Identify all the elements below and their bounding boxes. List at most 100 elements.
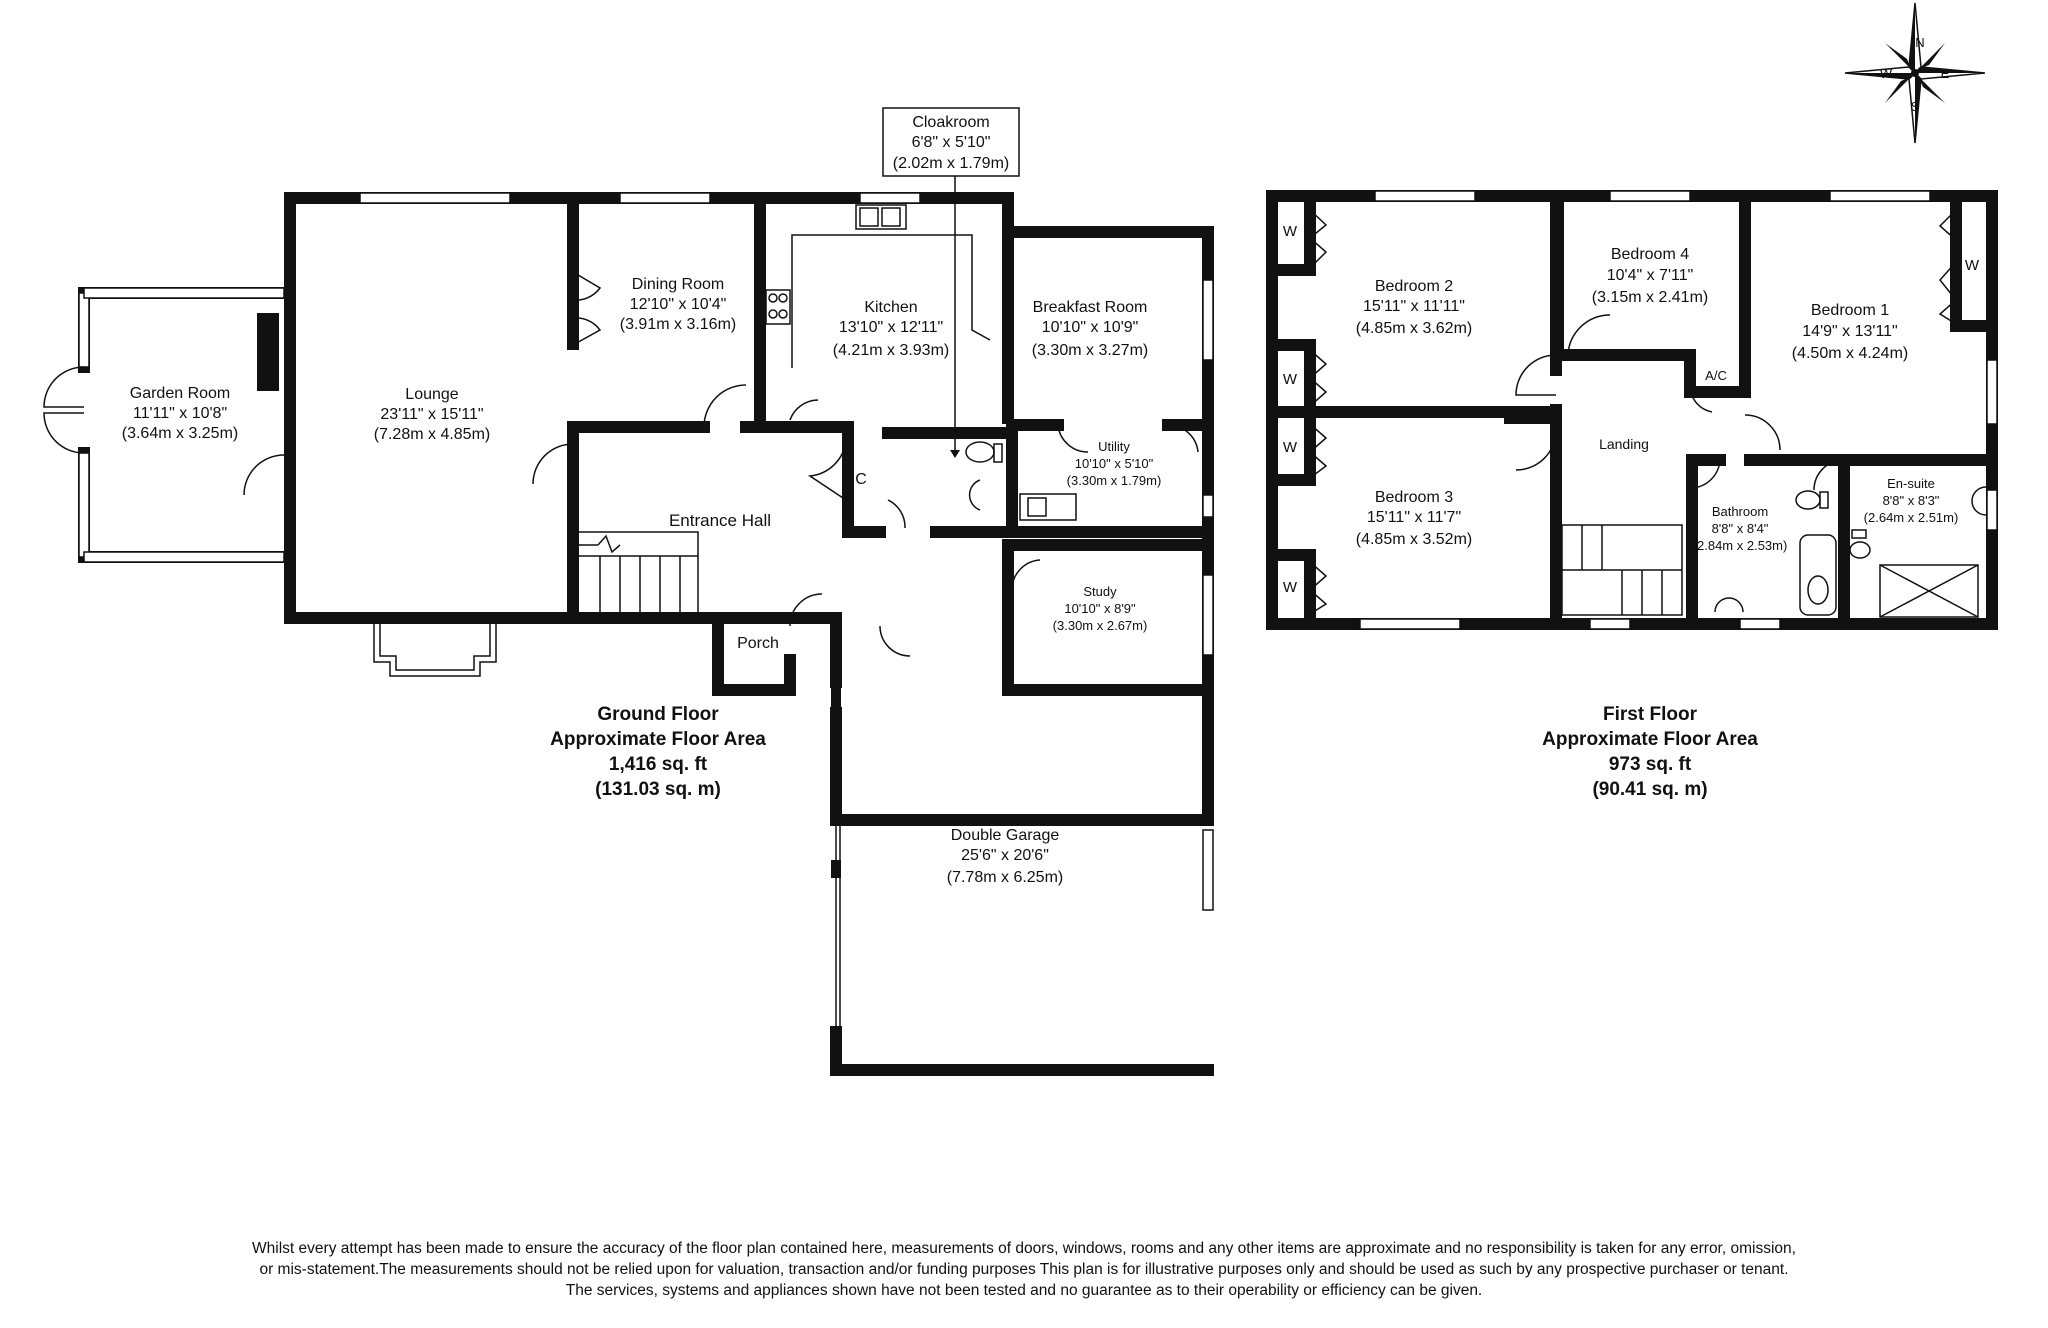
room-metric: (2.02m x 1.79m) [893,155,1009,172]
disclaimer-line3: The services, systems and appliances sho… [565,1282,1483,1299]
disclaimer: Whilst every attempt has been made to en… [0,1238,2048,1301]
room-metric: (4.21m x 3.93m) [833,342,949,359]
disclaimer-line1: Whilst every attempt has been made to en… [252,1240,1796,1257]
area-line4: (90.41 sq. m) [1592,779,1707,800]
room-landing: Landing [1599,436,1649,452]
room-garden-room: Garden Room 11'11" x 10'8" (3.64m x 3.25… [122,385,238,442]
room-metric: (2.84m x 2.53m) [1693,538,1788,553]
room-metric: (3.30m x 2.67m) [1053,618,1148,633]
room-metric: (3.64m x 3.25m) [122,425,238,442]
room-study: Study 10'10" x 8'9" (3.30m x 2.67m) [1053,584,1148,633]
room-bedroom-1: Bedroom 1 14'9" x 13'11" (4.50m x 4.24m) [1792,302,1908,362]
area-line1: First Floor [1603,704,1698,725]
chimney-breast [257,313,279,391]
room-name: Double Garage [951,827,1060,844]
room-metric: (7.28m x 4.85m) [374,426,490,443]
room-imperial: 23'11" x 15'11" [380,406,483,423]
room-name: Lounge [405,386,458,403]
room-dining-room: Dining Room 12'10" x 10'4" (3.91m x 3.16… [620,276,736,333]
room-name: Porch [737,635,779,652]
room-name: Bedroom 3 [1375,489,1453,506]
room-name: A/C [1705,368,1727,383]
room-name: Bedroom 1 [1811,302,1889,319]
room-bedroom-4: Bedroom 4 10'4" x 7'11" (3.15m x 2.41m) [1592,246,1708,306]
room-imperial: 13'10" x 12'11" [839,319,943,336]
room-imperial: 8'8" x 8'4" [1712,521,1769,536]
room-metric: (4.85m x 3.52m) [1356,531,1472,548]
room-entrance-hall: Entrance Hall [669,511,771,530]
room-imperial: 8'8" x 8'3" [1883,493,1940,508]
room-breakfast-room: Breakfast Room 10'10" x 10'9" (3.30m x 3… [1032,299,1148,359]
room-metric: (4.85m x 3.62m) [1356,320,1472,337]
compass-e: E [1941,66,1950,81]
area-line2: Approximate Floor Area [1542,729,1758,750]
wardrobe-label: W [1283,223,1298,240]
wardrobe-label: W [1283,439,1298,456]
room-imperial: 10'10" x 10'9" [1042,319,1139,336]
room-airing-cupboard: A/C [1705,368,1727,383]
room-imperial: 10'10" x 8'9" [1064,601,1136,616]
room-cloakroom: Cloakroom 6'8" x 5'10" (2.02m x 1.79m) [893,114,1009,172]
room-porch: Porch [737,635,779,652]
room-name: Study [1083,584,1117,599]
area-line3: 973 sq. ft [1609,754,1692,775]
wardrobe-label: W [1965,257,1980,274]
room-imperial: 15'11" x 11'11" [1363,298,1465,315]
room-cupboard: C [855,471,867,488]
ground-floor-openings [43,192,1214,1032]
room-metric: (2.64m x 2.51m) [1864,510,1959,525]
room-metric: (3.91m x 3.16m) [620,316,736,333]
room-imperial: 10'4" x 7'11" [1607,267,1694,284]
first-floor-area: First Floor Approximate Floor Area 973 s… [1542,704,1758,800]
room-utility: Utility 10'10" x 5'10" (3.30m x 1.79m) [1067,439,1162,488]
room-name: Breakfast Room [1033,299,1148,316]
area-line4: (131.03 sq. m) [595,779,721,800]
room-imperial: 12'10" x 10'4" [630,296,727,313]
room-imperial: 25'6" x 20'6" [961,847,1049,864]
room-metric: (4.50m x 4.24m) [1792,345,1908,362]
room-double-garage: Double Garage 25'6" x 20'6" (7.78m x 6.2… [947,827,1063,886]
area-line2: Approximate Floor Area [550,729,766,750]
room-name: Bedroom 4 [1611,246,1689,263]
disclaimer-line2: or mis-statement.The measurements should… [259,1261,1789,1278]
room-name: Kitchen [864,299,917,316]
wardrobe-label: W [1283,371,1298,388]
room-name: Bathroom [1712,504,1768,519]
compass-w: W [1880,66,1893,81]
ground-stairs [577,531,699,615]
room-bathroom: Bathroom 8'8" x 8'4" (2.84m x 2.53m) [1693,504,1788,553]
room-metric: (3.30m x 1.79m) [1067,473,1162,488]
room-name: Dining Room [632,276,724,293]
room-imperial: 15'11" x 11'7" [1367,509,1461,526]
room-name: Bedroom 2 [1375,278,1453,295]
room-imperial: 14'9" x 13'11" [1802,323,1897,340]
room-metric: (7.78m x 6.25m) [947,869,1063,886]
room-bedroom-2: Bedroom 2 15'11" x 11'11" (4.85m x 3.62m… [1356,278,1472,337]
room-metric: (3.30m x 3.27m) [1032,342,1148,359]
room-imperial: 11'11" x 10'8" [133,405,227,422]
wardrobe-labels: W W W W W [1283,223,1980,596]
room-name: Garden Room [130,385,231,402]
ground-floor-area: Ground Floor Approximate Floor Area 1,41… [550,704,766,800]
first-floor-fittings [1561,486,1987,618]
room-name: Cloakroom [912,114,989,131]
wardrobe-label: W [1283,579,1298,596]
room-en-suite: En-suite 8'8" x 8'3" (2.64m x 2.51m) [1864,476,1959,525]
room-imperial: 6'8" x 5'10" [912,134,991,151]
room-bedroom-3: Bedroom 3 15'11" x 11'7" (4.85m x 3.52m) [1356,489,1472,548]
room-imperial: 10'10" x 5'10" [1075,456,1154,471]
room-lounge: Lounge 23'11" x 15'11" (7.28m x 4.85m) [374,386,490,443]
compass-icon: N E S W [1844,2,1986,144]
area-line3: 1,416 sq. ft [609,754,708,775]
kitchen-fittings [765,107,1077,521]
area-line1: Ground Floor [597,704,719,725]
first-floor-openings [1309,190,1998,630]
room-metric: (3.15m x 2.41m) [1592,289,1708,306]
compass-s: S [1911,99,1920,114]
room-name: C [855,471,867,488]
ground-floor-walls [78,192,1214,1076]
room-kitchen: Kitchen 13'10" x 12'11" (4.21m x 3.93m) [833,299,949,359]
room-name: En-suite [1887,476,1935,491]
room-name: Landing [1599,436,1649,452]
